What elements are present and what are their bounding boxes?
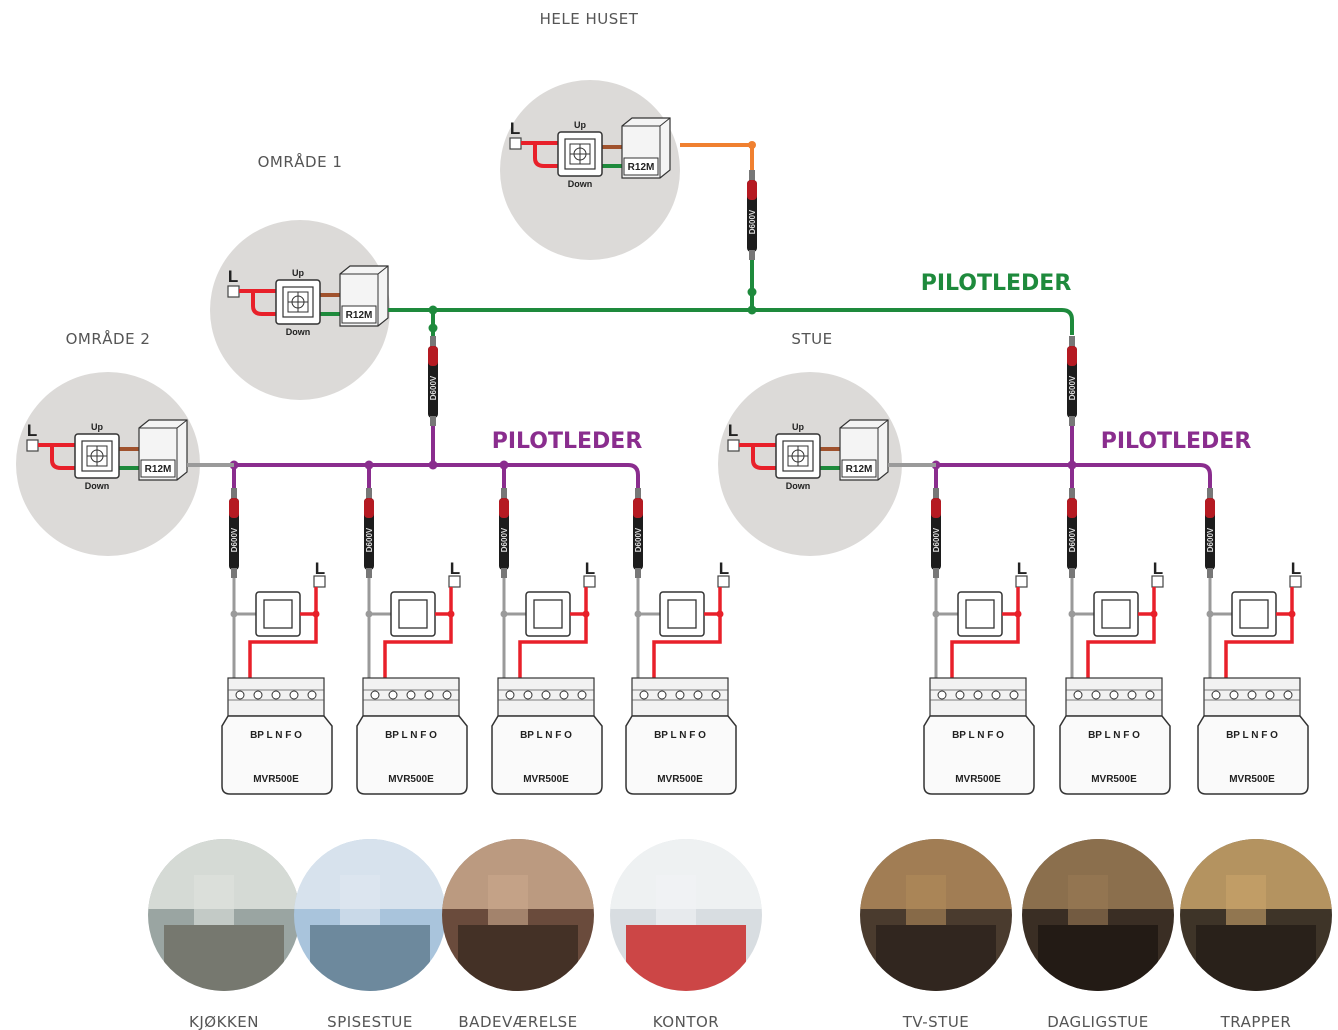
- diode-label: D600V: [1206, 527, 1215, 552]
- controller-model-label: R12M: [145, 464, 172, 475]
- receiver-model-label: MVR500E: [1091, 774, 1137, 785]
- receiver-model-label: MVR500E: [1229, 774, 1275, 785]
- diode-label: D600V: [429, 375, 438, 400]
- diode-label: D600V: [748, 209, 757, 234]
- zone-hele-huset: HELE HUSET: [500, 10, 680, 260]
- zone-omrade2: OMRÅDE 2: [16, 329, 200, 556]
- receiver-unit: D600V L BP L N F O MVR500E: [220, 488, 334, 796]
- room-photo: [860, 839, 1012, 991]
- line-label: L: [585, 559, 595, 578]
- line-label: L: [315, 559, 325, 578]
- controller-model-label: R12M: [628, 162, 655, 173]
- diode-label: D600V: [634, 527, 643, 552]
- receiver-unit: D600V L BP L N F O MVR500E: [1196, 488, 1310, 796]
- room-label: SPISESTUE: [327, 1013, 413, 1030]
- diode-label: D600V: [1068, 375, 1077, 400]
- room-label: DAGLIGSTUE: [1047, 1013, 1148, 1030]
- pin-labels: BP L N F O: [1226, 730, 1278, 741]
- pin-labels: BP L N F O: [654, 730, 706, 741]
- up-label: Up: [792, 422, 804, 432]
- diode-label: D600V: [230, 527, 239, 552]
- room-label: BADEVÆRELSE: [458, 1013, 577, 1030]
- zone-label-hele-huset: HELE HUSET: [540, 10, 639, 28]
- room-label: TV-STUE: [902, 1013, 970, 1030]
- up-label: Up: [574, 120, 586, 130]
- down-label: Down: [85, 481, 110, 491]
- zone-label-omrade1: OMRÅDE 1: [258, 152, 343, 171]
- controller-model-label: R12M: [346, 310, 373, 321]
- up-label: Up: [292, 268, 304, 278]
- room-photo: [294, 839, 446, 991]
- zone-stue: STUE: [718, 330, 902, 556]
- line-label: L: [1153, 559, 1163, 578]
- down-label: Down: [568, 179, 593, 189]
- pin-labels: BP L N F O: [250, 730, 302, 741]
- room-label: TRAPPER: [1220, 1013, 1292, 1030]
- zone-label-stue: STUE: [791, 330, 832, 348]
- room-photo: [442, 839, 594, 991]
- pin-labels: BP L N F O: [952, 730, 1004, 741]
- room-label: KJØKKEN: [189, 1013, 259, 1030]
- line-label: L: [450, 559, 460, 578]
- line-label: L: [1291, 559, 1301, 578]
- receiver-unit: D600V L BP L N F O MVR500E: [1058, 488, 1172, 796]
- room-photo: [148, 839, 300, 991]
- room-photo: [1180, 839, 1332, 991]
- receiver-unit: D600V L BP L N F O MVR500E: [624, 488, 738, 796]
- diode-label: D600V: [365, 527, 374, 552]
- receiver-unit: D600V L BP L N F O MVR500E: [922, 488, 1036, 796]
- bus-label-left: PILOTLEDER: [492, 429, 643, 454]
- room-photo: [610, 839, 762, 991]
- down-label: Down: [786, 481, 811, 491]
- zone-label-omrade2: OMRÅDE 2: [66, 329, 151, 348]
- pin-labels: BP L N F O: [520, 730, 572, 741]
- line-label: L: [510, 119, 520, 138]
- controller-model-label: R12M: [846, 464, 873, 475]
- bus-label-right: PILOTLEDER: [1101, 429, 1252, 454]
- receiver-unit: D600V L BP L N F O MVR500E: [490, 488, 604, 796]
- receiver-model-label: MVR500E: [657, 774, 703, 785]
- line-label: L: [228, 267, 238, 286]
- room-photo: [1022, 839, 1174, 991]
- pin-labels: BP L N F O: [385, 730, 437, 741]
- diode-label: D600V: [1068, 527, 1077, 552]
- receiver-unit: D600V L BP L N F O MVR500E: [355, 488, 469, 796]
- diode-label: D600V: [500, 527, 509, 552]
- receiver-model-label: MVR500E: [955, 774, 1001, 785]
- diode-label: D600V: [932, 527, 941, 552]
- receiver-model-label: MVR500E: [388, 774, 434, 785]
- zone-omrade1: OMRÅDE 1: [210, 152, 390, 400]
- down-label: Down: [286, 327, 311, 337]
- room-label: KONTOR: [653, 1013, 719, 1030]
- receiver-model-label: MVR500E: [253, 774, 299, 785]
- bus-label-main: PILOTLEDER: [921, 271, 1072, 296]
- up-label: Up: [91, 422, 103, 432]
- pin-labels: BP L N F O: [1088, 730, 1140, 741]
- line-label: L: [27, 421, 37, 440]
- line-label: L: [728, 421, 738, 440]
- receiver-model-label: MVR500E: [523, 774, 569, 785]
- line-label: L: [1017, 559, 1027, 578]
- line-label: L: [719, 559, 729, 578]
